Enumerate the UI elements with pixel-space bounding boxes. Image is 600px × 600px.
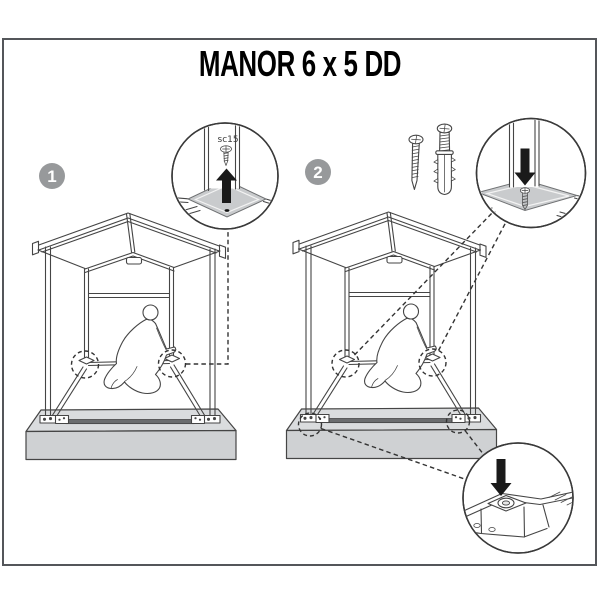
step-2-number: 2 — [313, 163, 322, 182]
screw-size-label: sc15 — [218, 135, 239, 145]
screw-icon — [408, 134, 424, 191]
corner-post — [508, 119, 540, 188]
plate-screw-hole — [224, 209, 230, 212]
step-2-badge: 2 — [305, 159, 331, 185]
corner-post — [203, 124, 241, 192]
page-title-text: MANOR 6 x 5 DD — [199, 44, 401, 84]
step-2-hardware — [408, 123, 456, 196]
step-2-floor-corner-callout — [462, 442, 574, 554]
arrow-down-icon — [490, 459, 512, 496]
screw-in-plate — [520, 187, 530, 211]
base-corner-highlight-right — [445, 409, 471, 434]
step-1-number: 1 — [47, 167, 56, 186]
screw-icon-small — [220, 145, 232, 166]
floor-corner-bracket — [463, 488, 573, 538]
step-2-press-callout — [475, 117, 587, 229]
page-border — [2, 38, 597, 566]
base-corner-highlight-left — [297, 412, 323, 437]
step-1-badge: 1 — [39, 163, 65, 189]
page-title: MANOR 6 x 5 DD — [199, 44, 402, 84]
step-2-connectors — [297, 211, 508, 481]
arrow-down-icon — [514, 148, 536, 186]
step-1-screw-callout: sc15 — [171, 122, 279, 230]
step-1-callout-connector — [186, 230, 229, 365]
screw-with-wall-plug-icon — [433, 123, 456, 196]
arrow-up-icon — [216, 168, 237, 203]
step-1-shed-illustration — [25, 212, 237, 461]
step-2-shed-illustration — [285, 211, 498, 460]
